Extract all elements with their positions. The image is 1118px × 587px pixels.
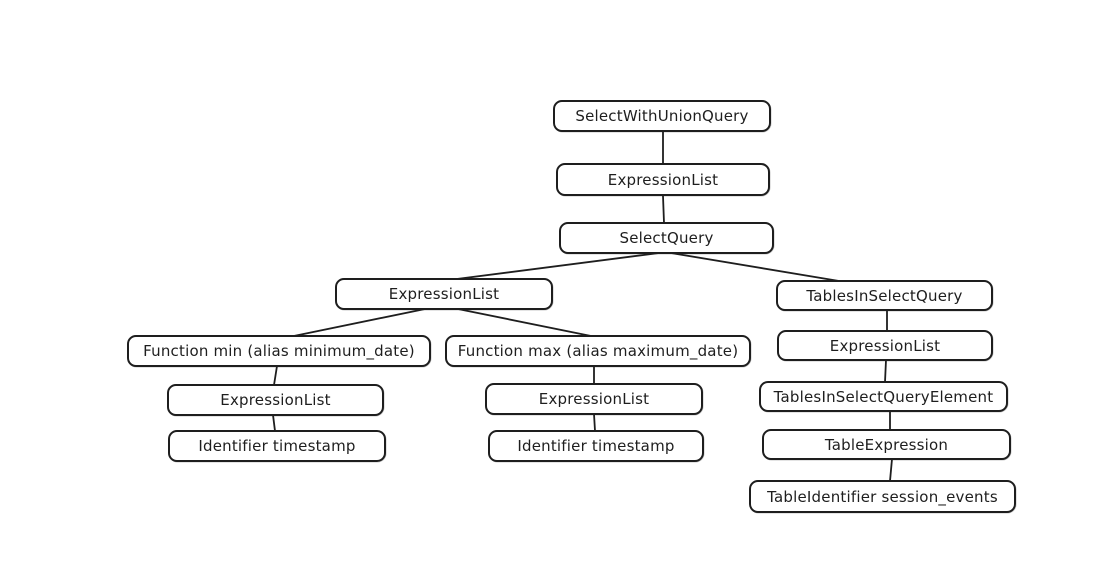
- node-function-max: Function max (alias maximum_date): [445, 335, 751, 367]
- edge-expressionlist-function-max: [457, 308, 592, 337]
- node-expression-list-1: ExpressionList: [556, 163, 770, 196]
- node-expression-list-3: ExpressionList: [167, 384, 384, 416]
- edge-selectquery-tablesinselectquery: [670, 252, 852, 284]
- edge-expressionlist-identifiertimestamp-left: [272, 414, 276, 432]
- node-expression-list-5: ExpressionList: [777, 330, 993, 361]
- node-expression-list-2: ExpressionList: [335, 278, 553, 310]
- edge-expressionlist-tablesinselectqueryelement: [884, 359, 887, 383]
- node-select-query: SelectQuery: [559, 222, 774, 254]
- edge-tableexpression-tableidentifier: [889, 458, 893, 482]
- edge-expressionlist-selectquery: [662, 195, 665, 224]
- node-table-identifier-session-events: TableIdentifier session_events: [749, 480, 1016, 513]
- node-tables-in-select-query: TablesInSelectQuery: [776, 280, 993, 311]
- edge-selectquery-expressionlist-left: [448, 252, 660, 281]
- node-expression-list-4: ExpressionList: [485, 383, 703, 415]
- node-function-min: Function min (alias minimum_date): [127, 335, 431, 367]
- node-tables-in-select-query-element: TablesInSelectQueryElement: [759, 381, 1008, 412]
- edge-functionmin-expressionlist: [273, 365, 278, 386]
- edge-expressionlist-function-min: [288, 308, 426, 338]
- edge-expressionlist-identifiertimestamp-mid: [593, 413, 596, 432]
- node-identifier-timestamp-2: Identifier timestamp: [488, 430, 704, 462]
- node-identifier-timestamp-1: Identifier timestamp: [168, 430, 386, 462]
- node-table-expression: TableExpression: [762, 429, 1011, 460]
- node-select-with-union-query: SelectWithUnionQuery: [553, 100, 771, 132]
